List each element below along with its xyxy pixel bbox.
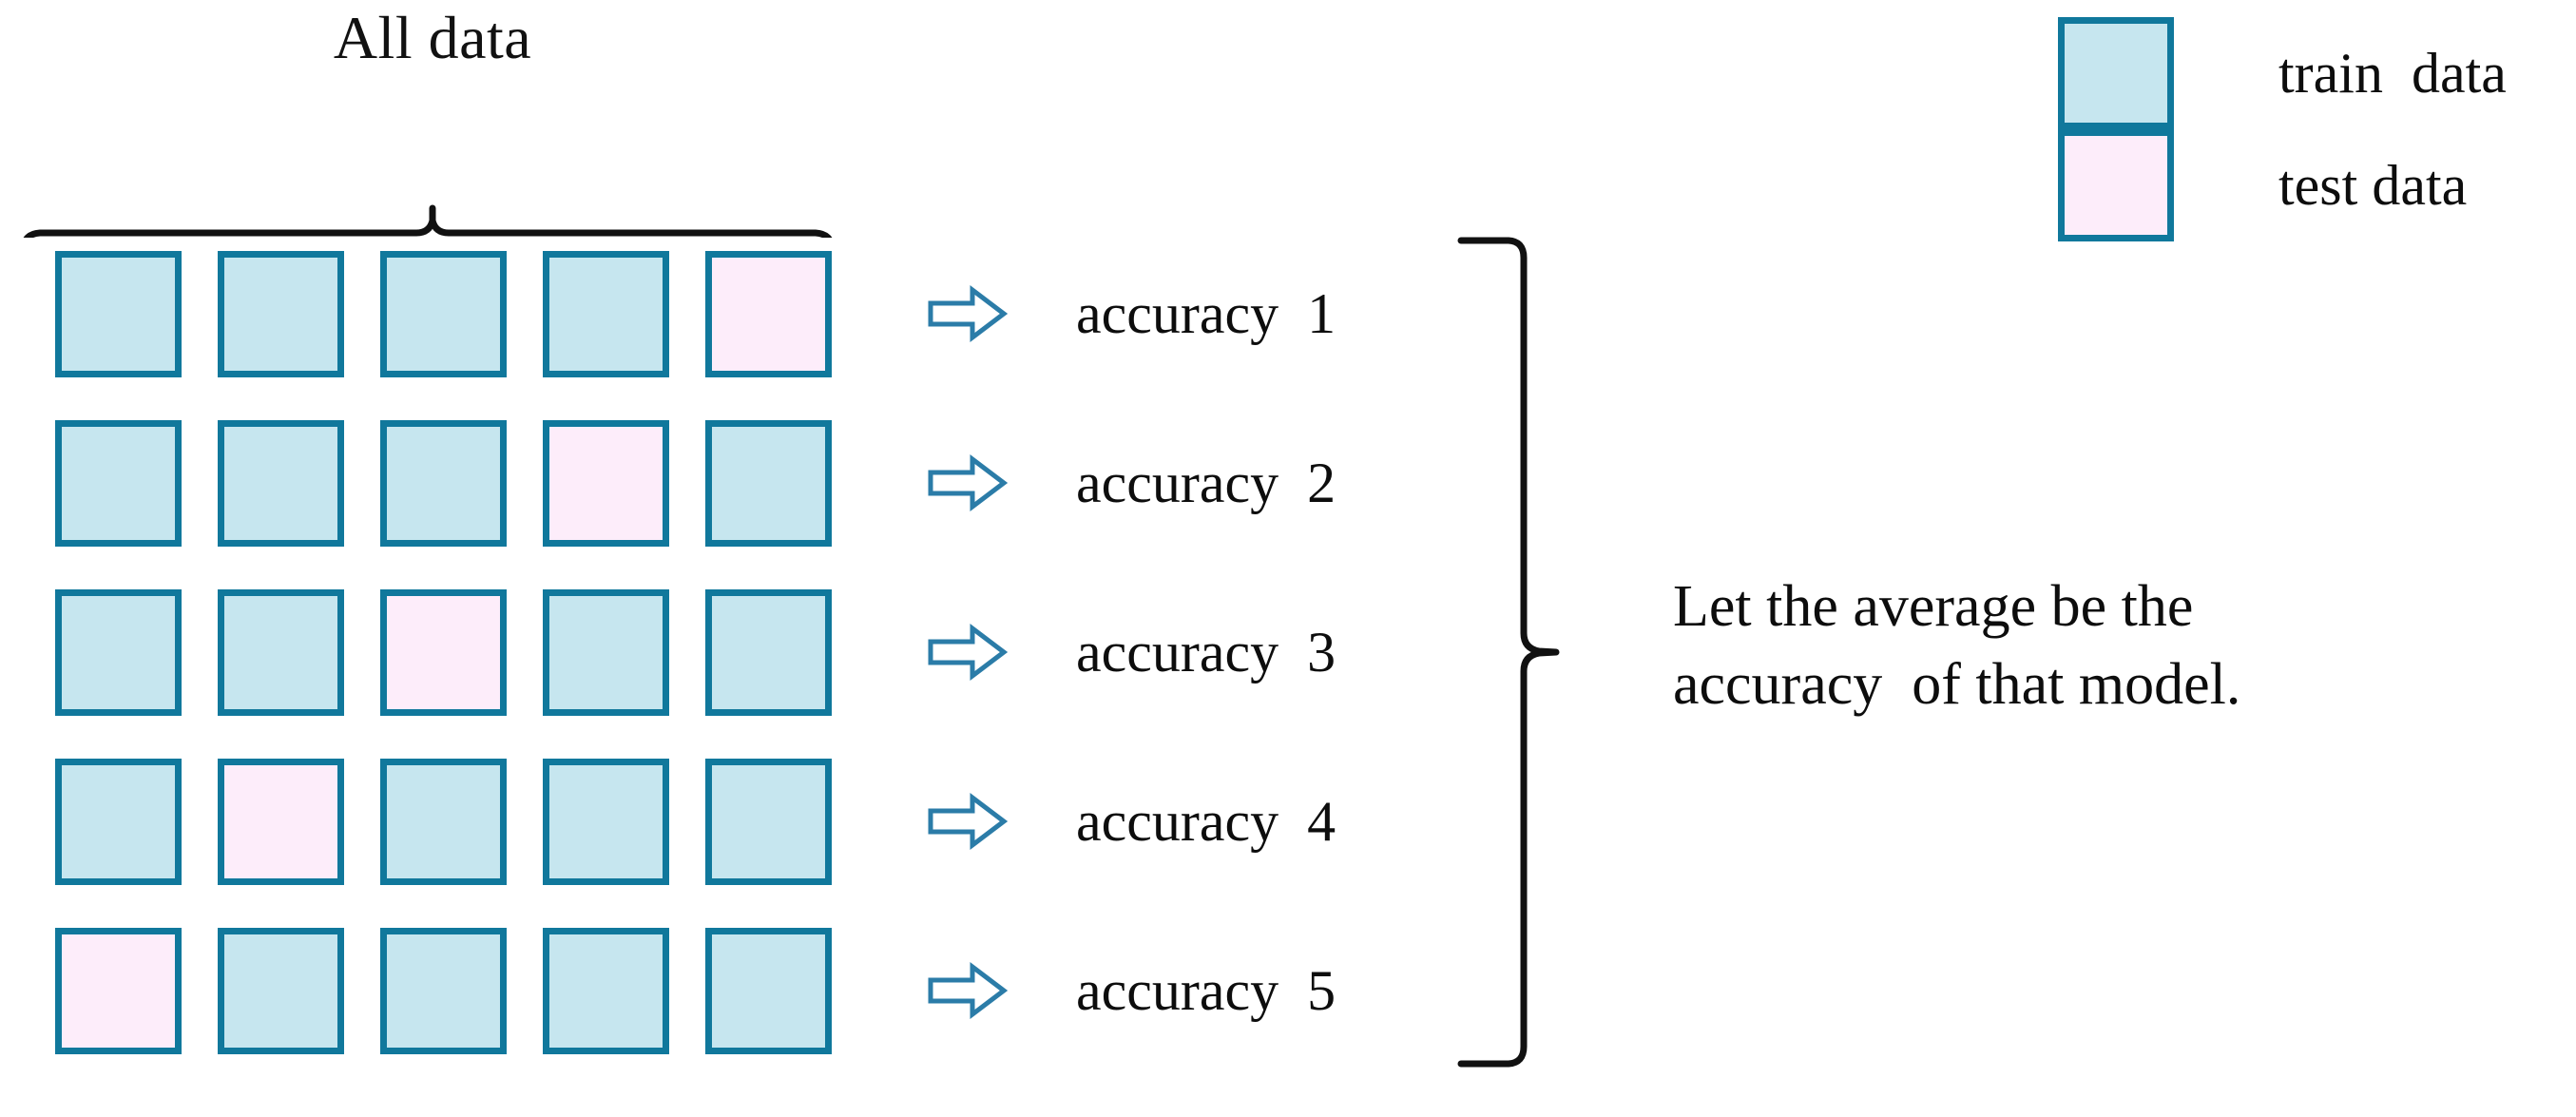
- grid-cell-r4c1: [55, 759, 182, 885]
- accuracy-row-4: accuracy 4: [927, 783, 1336, 859]
- grid-cell-r5c3: [380, 928, 507, 1054]
- accuracy-label-3: accuracy 3: [1076, 621, 1336, 684]
- legend-item-test: test data: [2058, 129, 2507, 241]
- grid-cell-r1c1: [55, 251, 182, 377]
- data-fold-grid: [55, 251, 832, 1054]
- accuracy-label-4: accuracy 4: [1076, 790, 1336, 853]
- test-data-swatch-icon: [2058, 129, 2174, 241]
- conclusion-line-1: Let the average be the: [1673, 574, 2194, 639]
- grid-cell-r1c3: [380, 251, 507, 377]
- grid-cell-r5c4: [543, 928, 669, 1054]
- all-data-brace-icon: [23, 204, 833, 238]
- grid-cell-r5c2: [218, 928, 344, 1054]
- legend-item-train: train data: [2058, 17, 2507, 129]
- right-block-arrow-icon: [928, 453, 1008, 512]
- right-block-arrow-icon: [928, 284, 1008, 343]
- grid-cell-r2c4: [543, 420, 669, 547]
- accuracy-row-5: accuracy 5: [927, 953, 1336, 1029]
- legend-label-test: test data: [2278, 154, 2468, 217]
- grid-cell-r3c2: [218, 589, 344, 716]
- grid-cell-r3c4: [543, 589, 669, 716]
- grid-cell-r2c3: [380, 420, 507, 547]
- accuracy-label-5: accuracy 5: [1076, 959, 1336, 1022]
- conclusion-text: Let the average be the accuracy of that …: [1673, 568, 2528, 724]
- grid-cell-r5c5: [705, 928, 832, 1054]
- grid-cell-r4c2: [218, 759, 344, 885]
- grid-cell-r2c5: [705, 420, 832, 547]
- grid-cell-r2c1: [55, 420, 182, 547]
- accuracy-row-3: accuracy 3: [927, 614, 1336, 690]
- train-data-swatch-icon: [2058, 17, 2174, 129]
- grid-cell-r3c1: [55, 589, 182, 716]
- right-block-arrow-icon: [928, 623, 1008, 682]
- grid-cell-r4c5: [705, 759, 832, 885]
- accuracy-row-1: accuracy 1: [927, 276, 1336, 352]
- grid-cell-r4c4: [543, 759, 669, 885]
- results-group-brace-icon: [1457, 237, 1560, 1068]
- grid-cell-r3c3: [380, 589, 507, 716]
- right-block-arrow-icon: [928, 961, 1008, 1020]
- accuracy-label-2: accuracy 2: [1076, 452, 1336, 514]
- legend: train data test data: [2058, 17, 2507, 241]
- grid-cell-r3c5: [705, 589, 832, 716]
- grid-cell-r2c2: [218, 420, 344, 547]
- accuracy-label-1: accuracy 1: [1076, 282, 1336, 345]
- grid-cell-r1c4: [543, 251, 669, 377]
- legend-label-train: train data: [2278, 42, 2507, 105]
- accuracy-row-2: accuracy 2: [927, 445, 1336, 521]
- grid-cell-r4c3: [380, 759, 507, 885]
- grid-cell-r5c1: [55, 928, 182, 1054]
- right-block-arrow-icon: [928, 792, 1008, 851]
- conclusion-line-2: accuracy of that model.: [1673, 651, 2241, 717]
- all-data-label: All data: [333, 4, 532, 71]
- grid-cell-r1c5: [705, 251, 832, 377]
- grid-cell-r1c2: [218, 251, 344, 377]
